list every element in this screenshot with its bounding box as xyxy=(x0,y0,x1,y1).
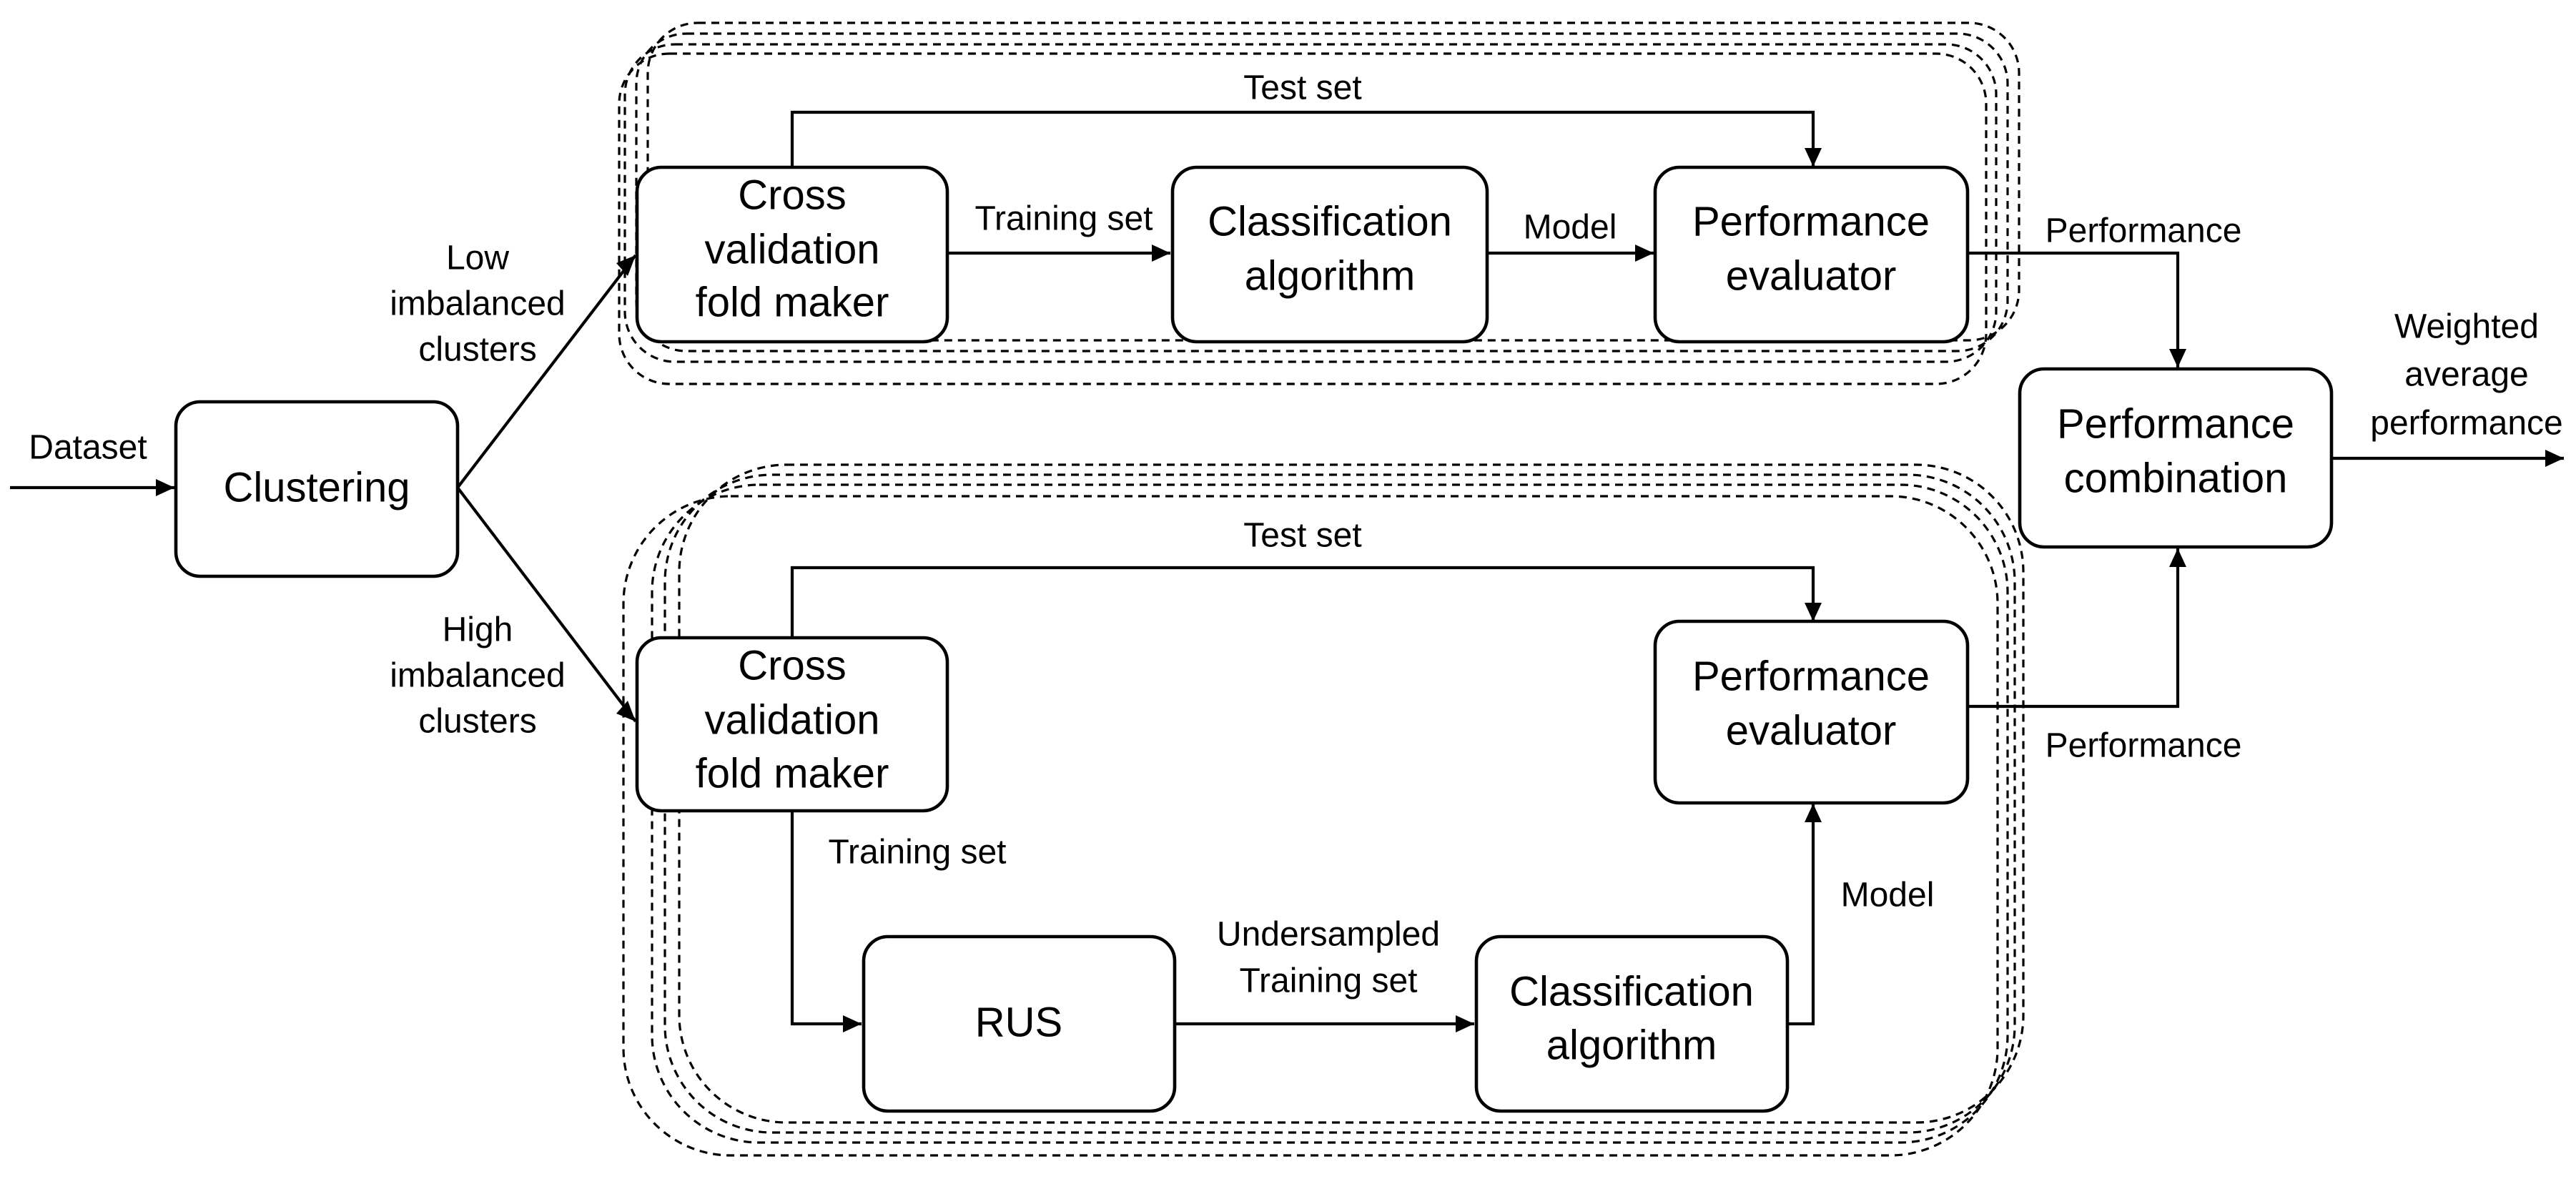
clustering-label: Clustering xyxy=(223,464,410,510)
arrowhead-top-test xyxy=(1805,148,1822,167)
bottom-classification-node: Classification algorithm xyxy=(1474,934,1790,1113)
bottom-test-set-edge xyxy=(790,566,1815,638)
edge-labels: Dataset Low imbalanced clusters High imb… xyxy=(29,69,2562,1000)
bottom-model-label: Model xyxy=(1841,877,1935,914)
arrowhead-bottom-test xyxy=(1805,603,1822,621)
top-classification-node: Classification algorithm xyxy=(1170,165,1489,344)
top-classification-line-1: Classification xyxy=(1208,198,1452,245)
low-label-line-3: clusters xyxy=(418,331,536,369)
arrowhead-high xyxy=(616,701,636,721)
high-label-line-3: clusters xyxy=(418,703,536,741)
high-label-line-2: imbalanced xyxy=(390,657,565,695)
top-classification-line-2: algorithm xyxy=(1245,252,1416,299)
arrowhead-output xyxy=(2545,450,2564,467)
arrowhead-top-performance xyxy=(2169,349,2186,367)
bottom-performance-evaluator-node: Performance evaluator xyxy=(1653,619,1970,805)
clustering-node: Clustering xyxy=(174,400,460,578)
top-cv-line-3: fold maker xyxy=(696,279,889,325)
high-label-line-1: High xyxy=(443,611,513,649)
top-fold-panel xyxy=(618,52,1988,385)
low-branch-arrow xyxy=(456,254,637,489)
bottom-cv-line-2: validation xyxy=(704,696,879,743)
combination-line-1: Performance xyxy=(2057,400,2294,447)
undersampled-label-line-2: Training set xyxy=(1240,962,1418,1000)
arrowheads xyxy=(156,148,2564,1032)
rus-label: RUS xyxy=(975,999,1062,1045)
arrowhead-bottom-training xyxy=(843,1015,862,1032)
arrowhead-low xyxy=(616,255,636,276)
performance-combination-node: Performance combination xyxy=(2018,367,2334,549)
arrowhead-top-model xyxy=(1635,245,1654,262)
bottom-cv-line-3: fold maker xyxy=(696,750,889,796)
arrowhead-dataset xyxy=(156,479,174,496)
bottom-fold-panel xyxy=(622,495,1999,1157)
combination-line-2: combination xyxy=(2064,455,2288,501)
high-branch-arrow xyxy=(456,486,637,723)
top-performance-label: Performance xyxy=(2045,212,2242,250)
top-test-set-edge xyxy=(790,110,1815,167)
top-evaluator-line-1: Performance xyxy=(1692,198,1930,245)
top-cv-line-2: validation xyxy=(704,226,879,272)
arrowhead-undersampled xyxy=(1456,1015,1474,1032)
bottom-cv-line-1: Cross xyxy=(738,642,846,689)
output-label-line-1: Weighted xyxy=(2394,308,2539,346)
top-training-set-label: Training set xyxy=(975,200,1153,238)
arrowhead-top-training xyxy=(1152,245,1170,262)
top-cv-line-1: Cross xyxy=(738,172,846,218)
dataset-label: Dataset xyxy=(29,429,147,467)
bottom-training-set-edge xyxy=(790,811,862,1026)
arrowhead-bottom-model xyxy=(1805,804,1822,822)
output-label-line-3: performance xyxy=(2370,405,2562,443)
edges xyxy=(10,110,2564,1026)
bottom-model-edge xyxy=(1787,804,1815,1026)
rus-node: RUS xyxy=(862,934,1177,1113)
bottom-performance-label: Performance xyxy=(2045,727,2242,765)
bottom-evaluator-line-2: evaluator xyxy=(1726,707,1897,754)
undersampled-label-line-1: Undersampled xyxy=(1217,916,1440,954)
top-performance-evaluator-node: Performance evaluator xyxy=(1653,165,1970,344)
top-evaluator-line-2: evaluator xyxy=(1726,252,1897,299)
arrowhead-bottom-performance xyxy=(2169,548,2186,567)
bottom-cv-fold-maker-node: Cross validation fold maker xyxy=(635,636,949,813)
top-performance-edge xyxy=(1968,251,2180,367)
bottom-performance-edge xyxy=(1968,548,2180,709)
bottom-test-set-label: Test set xyxy=(1243,517,1361,555)
bottom-classification-line-1: Classification xyxy=(1509,968,1754,1015)
low-label-line-1: Low xyxy=(446,240,509,277)
output-label-line-2: average xyxy=(2404,356,2528,394)
top-cv-fold-maker-node: Cross validation fold maker xyxy=(635,165,949,344)
bottom-evaluator-line-1: Performance xyxy=(1692,653,1930,699)
low-label-line-2: imbalanced xyxy=(390,285,565,323)
top-model-label: Model xyxy=(1524,209,1617,247)
top-test-set-label: Test set xyxy=(1243,69,1361,107)
bottom-classification-line-2: algorithm xyxy=(1546,1022,1717,1068)
bottom-training-set-label: Training set xyxy=(829,834,1007,872)
